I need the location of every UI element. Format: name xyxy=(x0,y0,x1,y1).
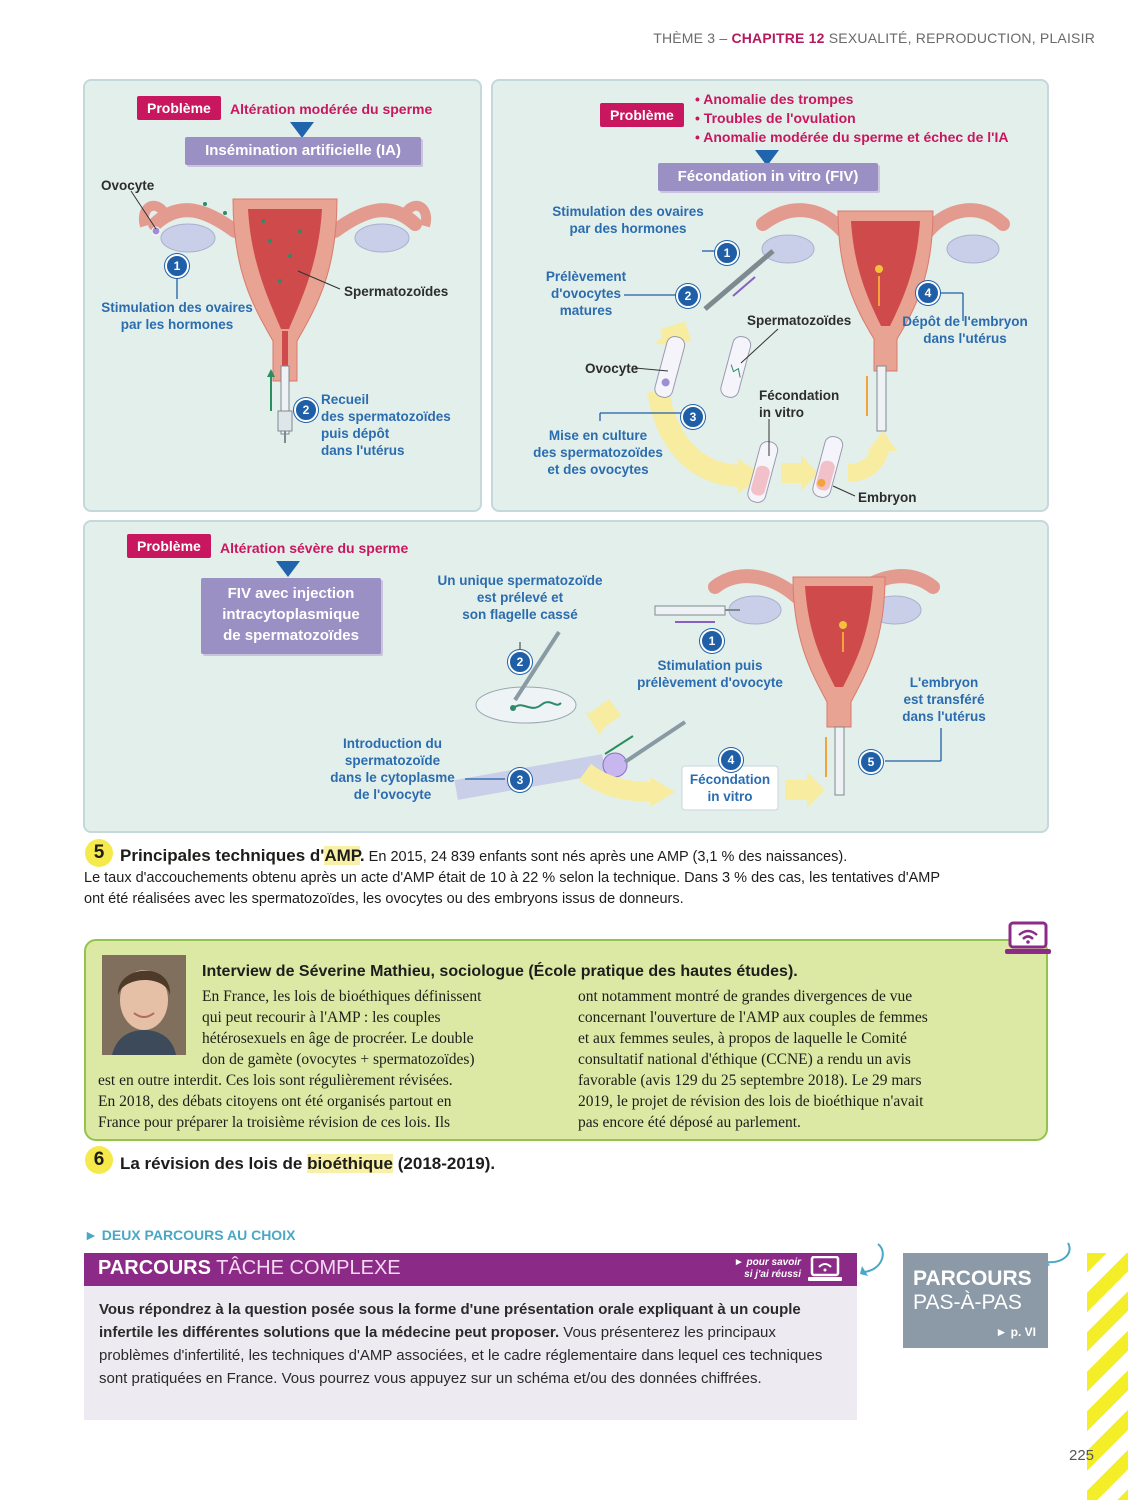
doc-5-text-line-3: ont été réalisées avec les spermatozoïde… xyxy=(84,889,684,910)
curved-arrow-icon xyxy=(858,1240,888,1280)
technique-box: Insémination artificielle (IA) xyxy=(185,137,421,165)
step-3-badge: 3 xyxy=(681,405,705,429)
step-5-badge: 5 xyxy=(859,750,883,774)
interview-box: Interview de Séverine Mathieu, sociologu… xyxy=(84,939,1048,1141)
problem-list: • Anomalie des trompes• Troubles de l'ov… xyxy=(695,90,1008,147)
step-2-badge: 2 xyxy=(508,650,532,674)
interview-text-right: ont notamment montré de grandes divergen… xyxy=(578,986,928,1133)
embryon-label: Embryon xyxy=(858,489,917,506)
step-4-badge: 4 xyxy=(916,281,940,305)
doc-number-badge: 5 xyxy=(85,839,113,867)
ovocyte-label: Ovocyte xyxy=(101,177,154,194)
panel-ia: Problème Altération modérée du sperme In… xyxy=(83,79,482,512)
pap-page-link[interactable]: ► p. VI xyxy=(995,1325,1036,1339)
step-2-badge: 2 xyxy=(294,398,318,422)
step-1-badge: 1 xyxy=(165,254,189,278)
doc-6-title: La révision des lois de bioéthique (2018… xyxy=(120,1153,495,1176)
chapter-title: SEXUALITÉ, REPRODUCTION, PLAISIR xyxy=(829,30,1095,46)
parcours-subtitle: TÂCHE COMPLEXE xyxy=(211,1257,401,1279)
problem-tag: Problème xyxy=(600,103,684,127)
step-3-badge: 3 xyxy=(508,768,532,792)
problem-tag: Problème xyxy=(127,534,211,558)
doc-5-text-line-2: Le taux d'accouchements obtenu après un … xyxy=(84,868,940,889)
step-2-badge: 2 xyxy=(676,284,700,308)
doc-number-badge: 6 xyxy=(85,1146,113,1174)
page-number: 225 xyxy=(1069,1447,1094,1464)
step-1-badge: 1 xyxy=(700,629,724,653)
spermatozoides-label: Spermatozoïdes xyxy=(747,312,851,329)
running-header: THÈME 3 – CHAPITRE 12 SEXUALITÉ, REPRODU… xyxy=(653,30,1095,46)
interview-title: Interview de Séverine Mathieu, sociologu… xyxy=(202,963,798,981)
arrow-down-icon xyxy=(276,561,300,577)
interview-text-left: En France, les lois de bioéthiques défin… xyxy=(202,986,481,1070)
parcours-instructions: Vous répondrez à la question posée sous … xyxy=(84,1286,857,1420)
pap-subtitle: PAS-À-PAS xyxy=(913,1291,1022,1315)
panel-icsi: Problème Altération sévère du sperme FIV… xyxy=(83,520,1049,833)
spermatozoides-label: Spermatozoïdes xyxy=(344,283,448,300)
pap-title: PARCOURS xyxy=(913,1267,1032,1291)
panel-fiv: Problème • Anomalie des trompes• Trouble… xyxy=(491,79,1049,512)
laptop-wifi-icon[interactable] xyxy=(1004,921,1052,957)
step-1-badge: 1 xyxy=(715,241,739,265)
problem-text: Altération sévère du sperme xyxy=(220,539,408,558)
step-4-badge: 4 xyxy=(719,748,743,772)
technique-box: Fécondation in vitro (FIV) xyxy=(658,163,878,191)
interviewee-photo xyxy=(102,955,186,1055)
arrow-down-icon xyxy=(290,122,314,138)
problem-text: Altération modérée du sperme xyxy=(230,100,432,119)
parcours-choice-label: ► DEUX PARCOURS AU CHOIX xyxy=(84,1227,295,1243)
parcours-title: PARCOURS xyxy=(98,1257,211,1279)
laptop-wifi-icon xyxy=(807,1256,843,1283)
theme-label: THÈME 3 – xyxy=(653,30,727,46)
parcours-pas-a-pas-button[interactable]: PARCOURS PAS-À-PAS ► p. VI xyxy=(903,1253,1048,1348)
ovocyte-label: Ovocyte xyxy=(585,360,638,377)
chapter-label: CHAPITRE 12 xyxy=(731,30,824,46)
interview-text-left-wide: est en outre interdit. Ces lois sont rég… xyxy=(98,1070,453,1133)
problem-tag: Problème xyxy=(137,96,221,120)
doc-5-title: Principales techniques d'AMP. En 2015, 2… xyxy=(120,845,847,868)
